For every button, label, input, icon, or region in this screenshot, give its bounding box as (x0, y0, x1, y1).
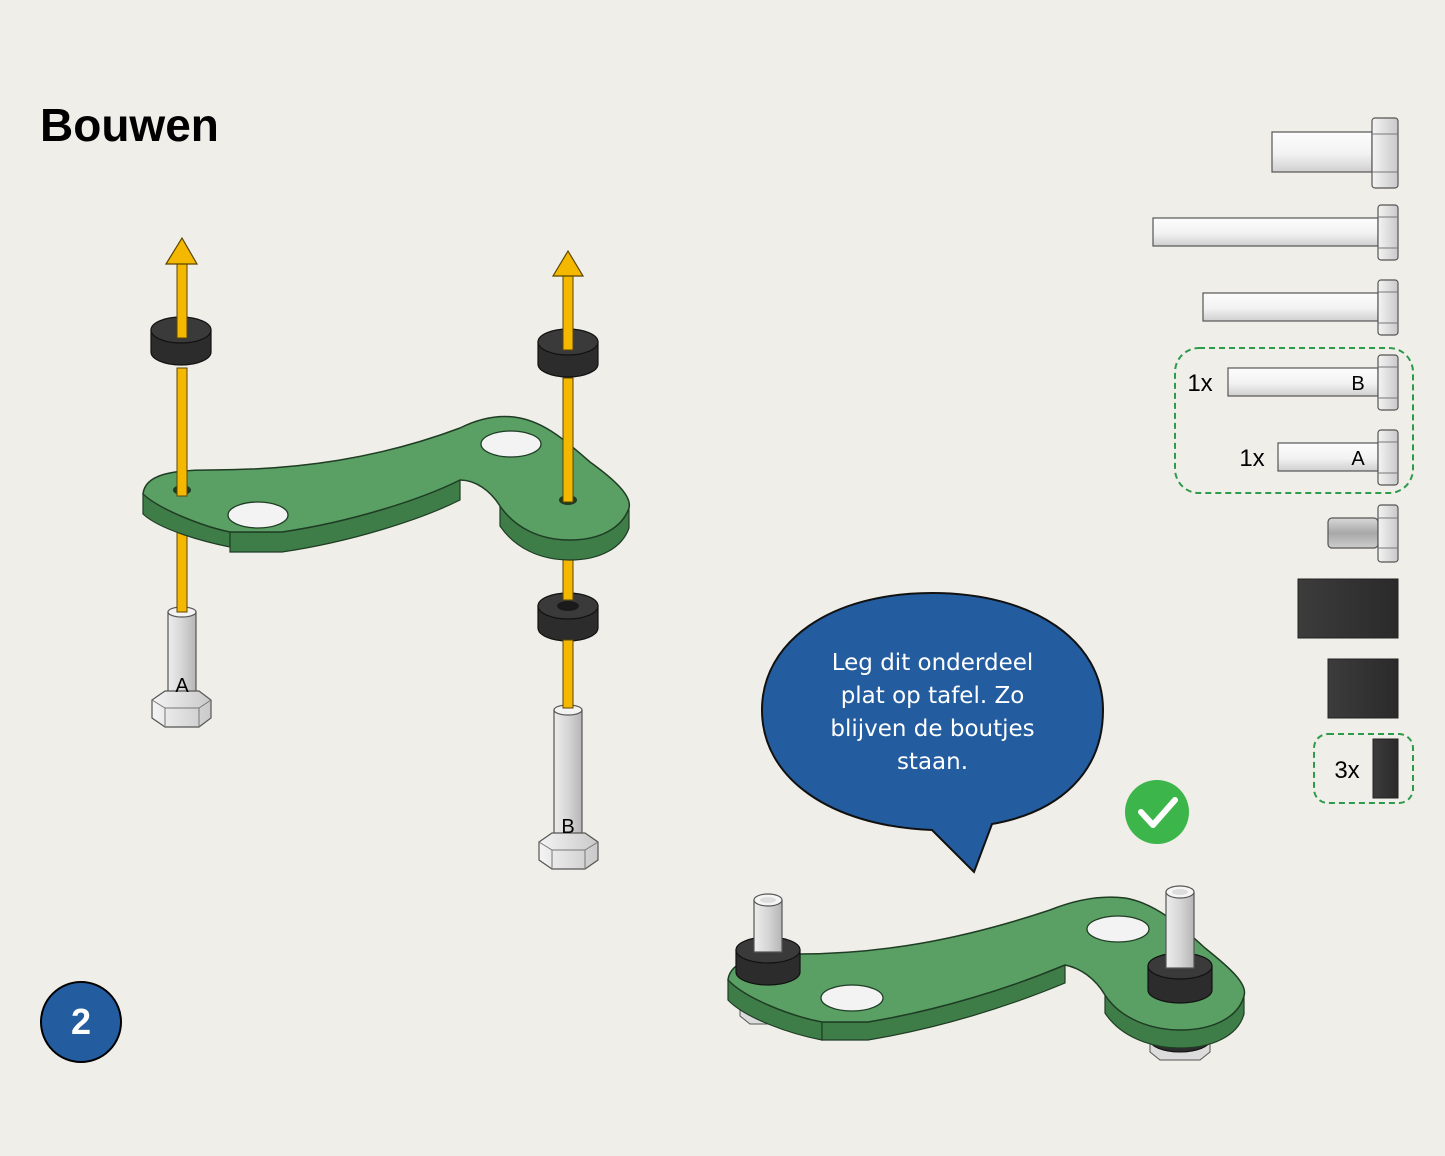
spacers-qty: 3x (1334, 757, 1359, 784)
guide-line-a-lower (176, 529, 188, 613)
part-bolt-1 (1271, 117, 1399, 189)
arrow-up-a-icon (164, 236, 199, 339)
arrow-up-b-icon (551, 249, 585, 351)
highlight-box-spacers (1313, 733, 1414, 804)
step-number-badge: 2 (40, 981, 122, 1063)
bolt-b-qty: 1x (1187, 370, 1212, 397)
part-spacer-small (1372, 738, 1399, 799)
speech-bubble (760, 591, 1105, 874)
part-bolt-a-label: A (1351, 448, 1365, 470)
part-spacer-large (1297, 578, 1399, 639)
bolt-b (538, 704, 599, 870)
part-bolt-3 (1202, 279, 1399, 336)
guide-line-b-mid (562, 377, 574, 503)
part-bolt-b-label: B (1351, 373, 1364, 395)
speech-bubble-text: Leg dit onderdeel plat op tafel. Zo blij… (830, 650, 1035, 775)
guide-line-a-mid (176, 367, 188, 497)
part-bolt-a (1277, 429, 1399, 486)
checkmark-icon (1125, 780, 1189, 844)
green-plate (142, 415, 631, 561)
part-bolt-b (1227, 354, 1399, 411)
assembled-bolt-a (735, 893, 801, 986)
spacer-lower-b (537, 592, 599, 642)
assembled-bolt-b (1147, 885, 1213, 1004)
assembled-plate (727, 896, 1246, 1061)
bolt-a-qty: 1x (1239, 445, 1264, 472)
bolt-a (151, 606, 212, 728)
bolt-b-label: B (561, 816, 574, 838)
part-bolt-short (1327, 504, 1399, 563)
page-title: Bouwen (40, 99, 219, 151)
part-spacer-medium (1327, 658, 1399, 719)
part-bolt-2 (1152, 204, 1399, 261)
bolt-a-label: A (175, 675, 189, 697)
highlight-box-bolts (1174, 347, 1414, 494)
